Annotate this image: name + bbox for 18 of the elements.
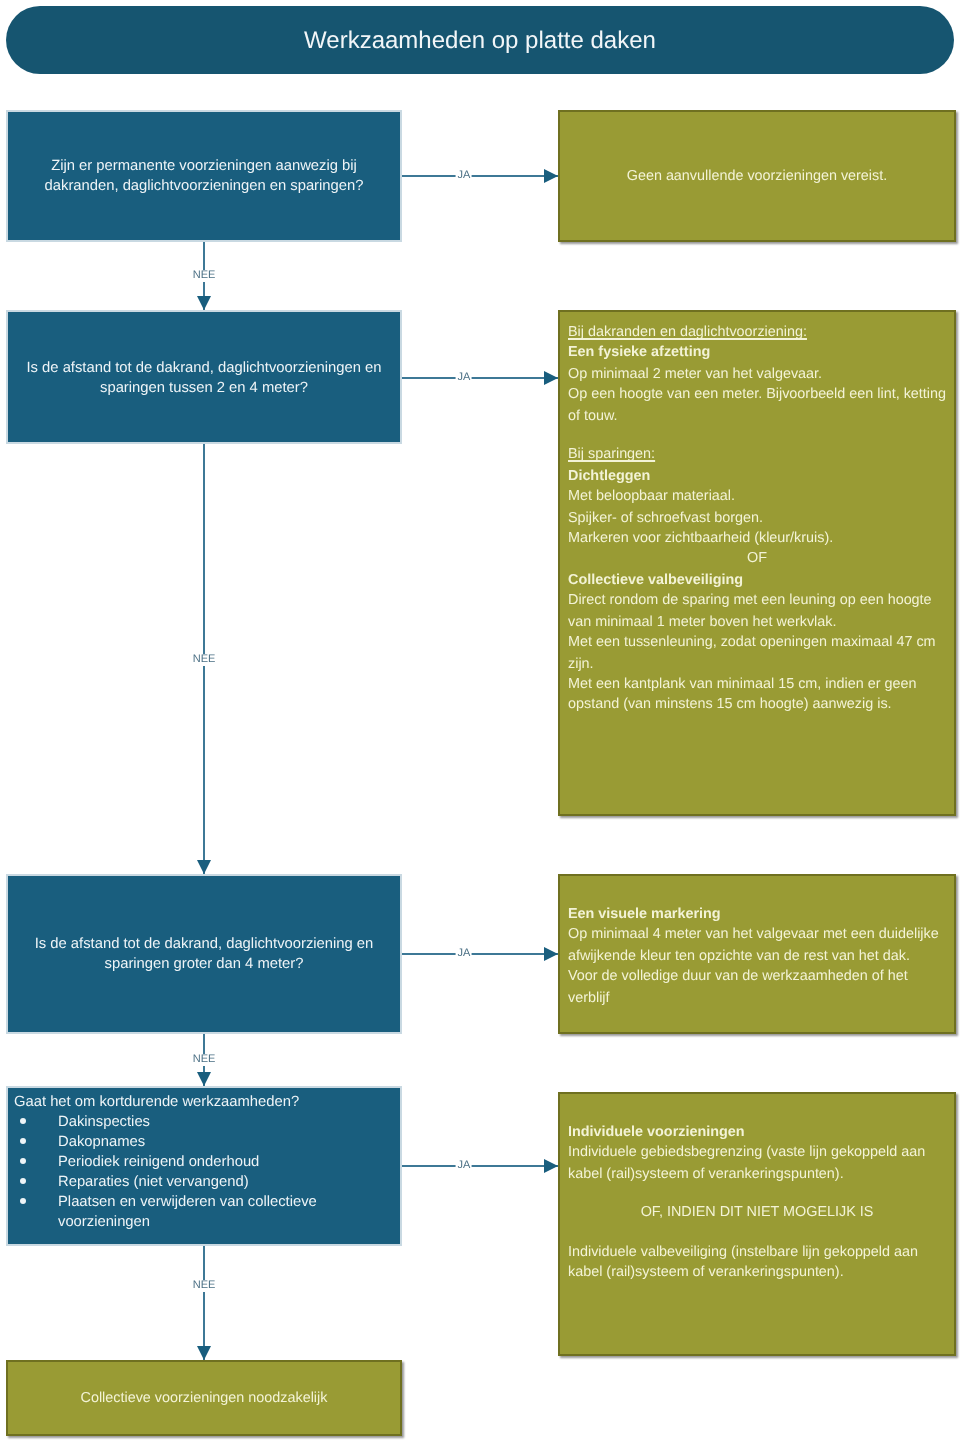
- result-box: [6, 1360, 402, 1436]
- arrow: [401, 371, 559, 385]
- arrow: [401, 1159, 559, 1173]
- result-box: [558, 310, 956, 816]
- decision-box: [6, 310, 402, 444]
- result-box: [558, 110, 956, 242]
- title-banner: Werkzaamheden op platte daken: [6, 6, 954, 74]
- arrow: [197, 1245, 211, 1361]
- decision-box: [6, 1086, 402, 1246]
- arrow: [401, 947, 559, 961]
- arrow: [401, 169, 559, 183]
- arrow: [197, 443, 211, 875]
- result-box: [558, 874, 956, 1034]
- result-box: [558, 1092, 956, 1356]
- decision-box: [6, 874, 402, 1034]
- arrow: [197, 1033, 211, 1087]
- decision-box: [6, 110, 402, 242]
- arrow: [197, 241, 211, 311]
